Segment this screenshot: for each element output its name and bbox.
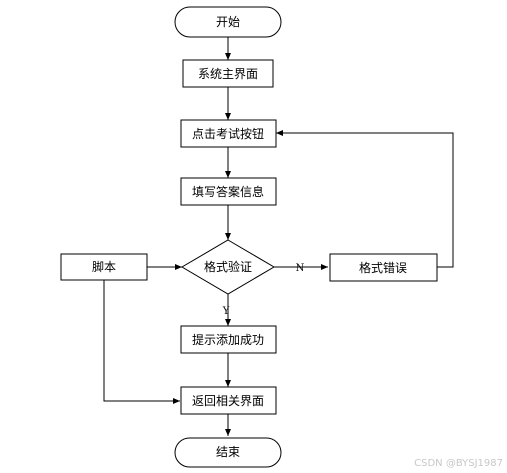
click-exam-box	[180, 119, 277, 148]
connectors	[103, 37, 454, 436]
format-check-label: 格式验证	[204, 259, 252, 274]
return-page-box	[180, 386, 277, 415]
start-label: 开始	[216, 15, 240, 29]
fill-answer-label: 填写答案信息	[192, 184, 264, 199]
format-check-diamond	[181, 239, 275, 295]
format-error-box	[329, 253, 438, 282]
format-error-label: 格式错误	[359, 260, 407, 275]
edge-error-click	[276, 130, 454, 268]
main-ui-label: 系统主界面	[198, 67, 258, 81]
return-page-label: 返回相关界面	[192, 394, 264, 408]
fill-answer-box	[180, 177, 277, 206]
main-ui-box	[182, 59, 274, 88]
start-terminal	[174, 6, 282, 38]
script-label: 脚本	[92, 259, 116, 274]
watermark: CSDN @BYSJ1987	[414, 458, 503, 469]
script-box	[60, 253, 148, 281]
edge-script-return	[103, 280, 180, 404]
add-success-box	[180, 325, 277, 354]
add-success-label: 提示添加成功	[192, 332, 264, 347]
end-label: 结束	[216, 445, 240, 459]
click-exam-label: 点击考试按钮	[192, 126, 264, 141]
edge-label-yes: Y	[222, 306, 230, 317]
edge-label-no: N	[296, 263, 305, 274]
end-terminal	[174, 437, 282, 468]
